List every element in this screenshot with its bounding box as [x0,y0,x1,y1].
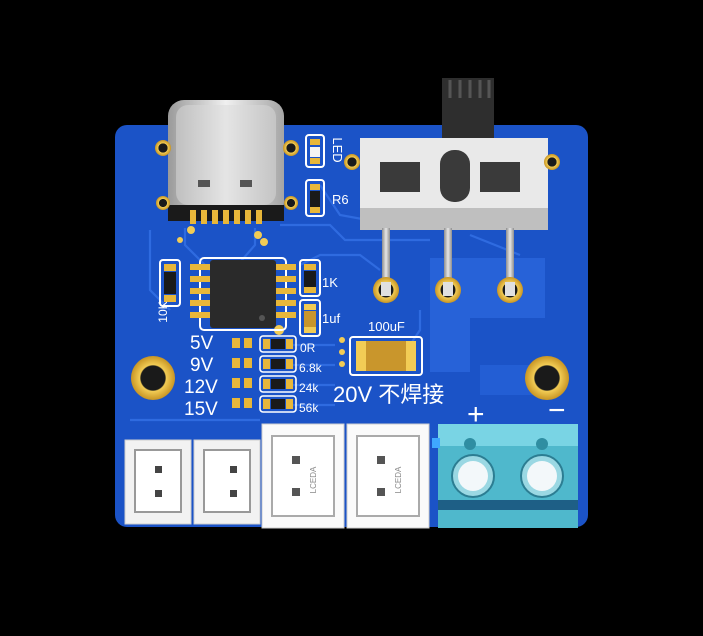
resistor-label-24k: 24k [299,381,319,395]
c-100uf-label: 100uF [368,319,405,334]
r-1k-label: 1K [322,275,338,290]
voltage-label-15v: 15V [184,399,218,420]
usb-c-connector [155,100,299,224]
voltage-label-12v: 12V [184,377,218,398]
jst-connector-1 [124,439,192,525]
screw-terminal [432,424,578,528]
r6-label: R6 [332,192,349,207]
resistor-label-6k8: 6.8k [299,361,323,375]
led-label: LED [330,137,345,162]
resistor-1k [299,259,321,297]
xh-connector-2 [346,423,430,529]
slide-switch [344,78,560,303]
pd-controller-ic [190,257,296,331]
resistor-label-56k: 56k [299,401,319,415]
voltage-resistor-array [259,335,297,413]
mounting-hole-right [525,356,569,400]
voltage-select-pads [232,338,252,408]
note-20v-label: 20V 不焊接 [333,382,444,407]
minus-label: − [548,394,566,427]
jst-connector-2 [193,439,261,525]
mounting-hole-left [131,356,175,400]
led-component [305,134,325,168]
xh-connector-1 [261,423,345,529]
resistor-10k [159,259,181,307]
voltage-label-9v: 9V [190,355,214,376]
c-1uf-label: 1uf [322,311,340,326]
lceda-label-1: LCEDA [309,466,318,493]
resistor-label-0r: 0R [300,341,316,355]
capacitor-100uf [349,336,423,376]
voltage-label-5v: 5V [190,333,214,354]
capacitor-1uf [299,299,321,337]
resistor-r6 [305,179,325,217]
r-10k-label: 10K [156,301,170,322]
lceda-label-2: LCEDA [394,466,403,493]
plus-label: + [467,398,485,431]
